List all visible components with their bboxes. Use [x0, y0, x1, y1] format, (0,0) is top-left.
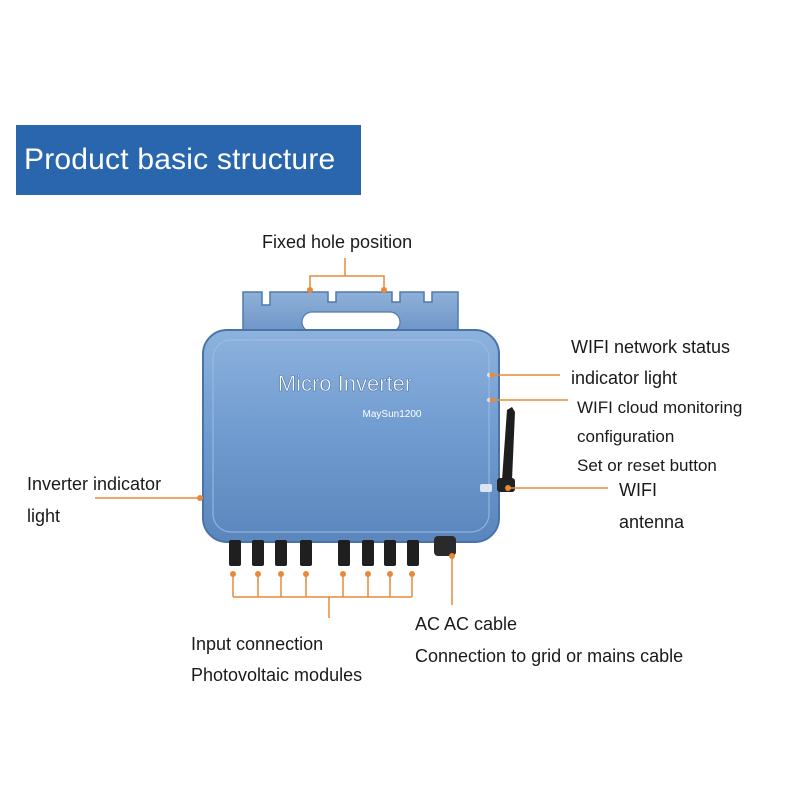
label-antenna-line2: antenna: [619, 512, 685, 532]
dc-connectors: [229, 540, 419, 566]
ac-connector: [434, 536, 456, 556]
label-reset-button: Set or reset button: [577, 456, 717, 475]
label-input-line1: Input connection: [191, 634, 324, 654]
inverter-body: Micro Inverter MaySun1200: [202, 329, 500, 543]
banner-title: Product basic structure: [24, 143, 336, 176]
label-wifi-cloud-line2: configuration: [577, 427, 675, 446]
label-wifi-status-line1: WIFI network status: [571, 337, 731, 357]
label-ac-line1: AC AC cable: [415, 614, 518, 634]
label-inverter-light-line2: light: [27, 506, 61, 526]
device-name: Micro Inverter: [278, 371, 412, 396]
label-wifi-cloud-line1: WIFI cloud monitoring: [577, 398, 743, 417]
leader-lines: [95, 258, 608, 618]
title-banner: Product basic structure: [16, 125, 361, 195]
reset-button: [480, 484, 492, 492]
leader-dots: [197, 287, 511, 577]
label-ac-line2: Connection to grid or mains cable: [415, 646, 684, 666]
label-wifi-status-line2: indicator light: [571, 368, 678, 388]
label-antenna-line1: WIFI: [619, 480, 657, 500]
label-input-line2: Photovoltaic modules: [191, 665, 363, 685]
mounting-bracket: [242, 291, 459, 336]
device-model: MaySun1200: [363, 409, 422, 420]
label-inverter-light-line1: Inverter indicator: [27, 474, 162, 494]
label-fixed-hole: Fixed hole position: [262, 232, 413, 252]
